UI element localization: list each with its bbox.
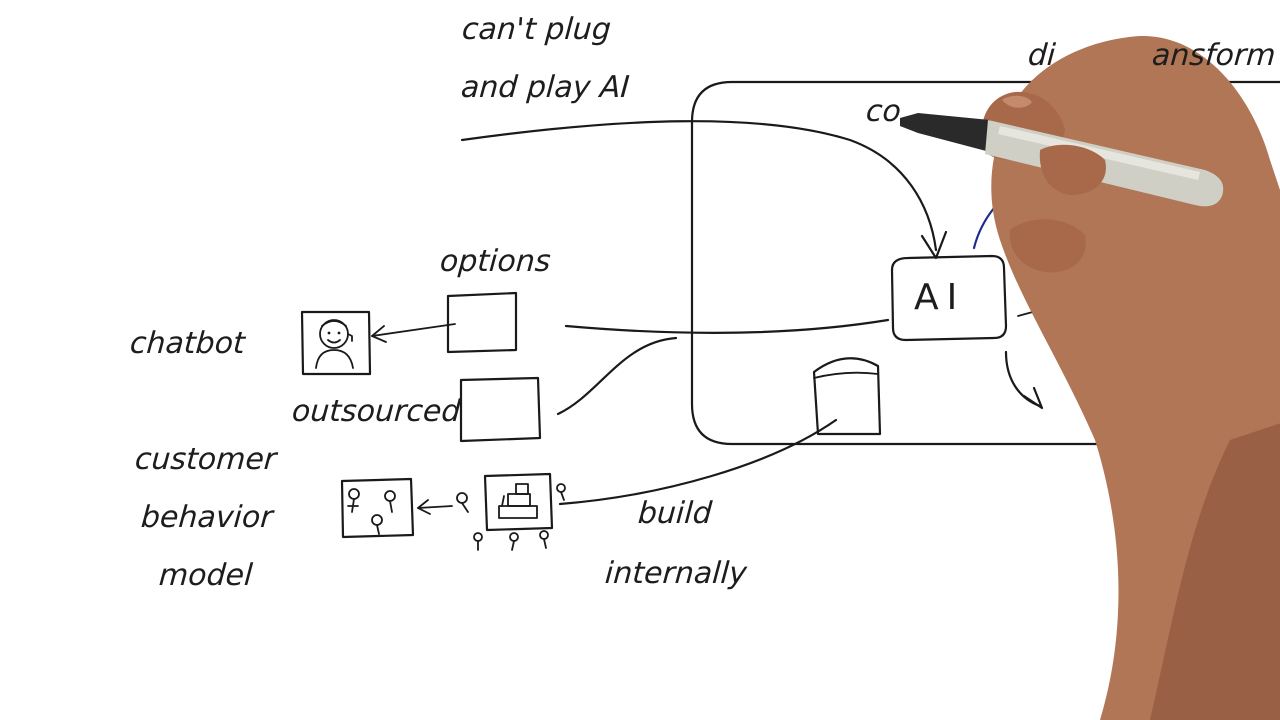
down-arrow-head [1022, 386, 1044, 410]
label-internally: internally [603, 556, 748, 591]
options-box [446, 291, 518, 354]
ai-box-label: AI [914, 277, 966, 318]
label-behavior: behavior [139, 500, 274, 535]
chatbot-frame [300, 310, 372, 376]
blue-stroke [972, 206, 996, 250]
label-customer: customer [133, 442, 278, 477]
label-digital-transform-b: ansform [1150, 38, 1277, 73]
blocks-to-group-head [417, 499, 431, 515]
cylinder-container-icon [812, 357, 882, 436]
people-group-icon [347, 488, 396, 535]
plug-arrow-line [460, 120, 938, 252]
options-to-chatbot-line [371, 323, 456, 337]
label-options: options [438, 244, 552, 279]
build-internally-line [558, 418, 838, 506]
outsourced-to-frame-line [556, 336, 678, 416]
down-arrow-line [1004, 350, 1042, 408]
label-model: model [157, 558, 254, 593]
main-frame [690, 80, 1280, 446]
label-and-play-ai: and play AI [459, 70, 631, 105]
label-outsourced: outsourced [290, 394, 462, 429]
blocks-frame [483, 472, 554, 532]
options-to-chatbot-head [371, 325, 387, 343]
hand-with-marker-icon [900, 35, 1280, 720]
building-blocks-icon [498, 483, 538, 519]
outsourced-box [459, 376, 542, 443]
label-build: build [636, 496, 714, 531]
people-group-frame [340, 477, 415, 539]
blocks-to-group-line [417, 505, 453, 509]
options-to-ai-line [564, 318, 890, 334]
label-co-fragment: co [864, 94, 903, 129]
label-cant-plug: can't plug [460, 12, 613, 47]
ai-box [890, 254, 1008, 342]
chatbot-face-icon [315, 319, 354, 369]
label-chatbot: chatbot [128, 326, 247, 361]
people-around-blocks-icon [456, 483, 566, 551]
label-digital-transform-a: di [1026, 38, 1057, 73]
